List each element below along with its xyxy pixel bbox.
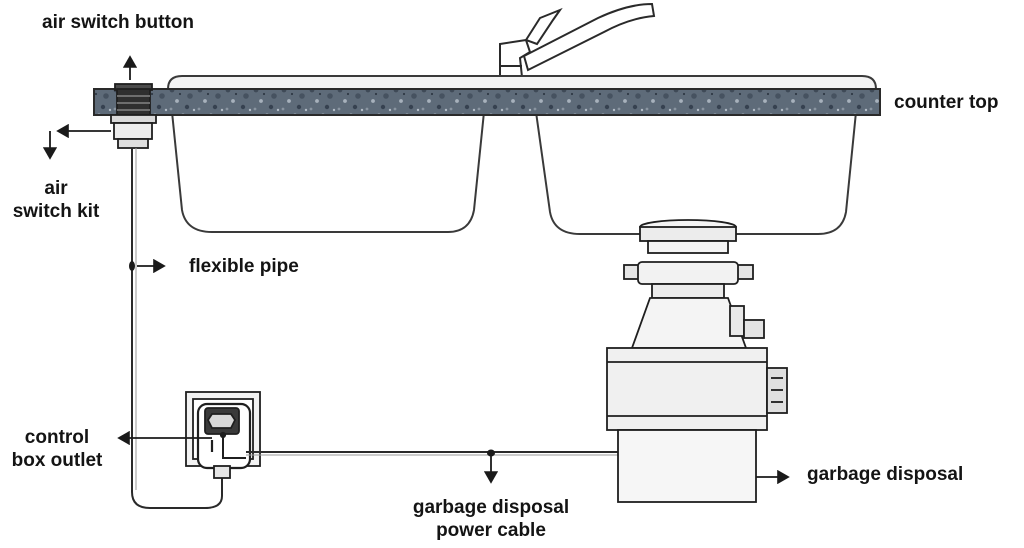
label-power-cable-line2: power cable [436,520,546,541]
counter-top [93,75,881,116]
label-power-cable: garbage disposal power cable [388,496,594,542]
label-air-switch-kit: air switch kit [4,177,108,223]
flexible-pipe-marker [129,261,135,271]
garbage-disposal-unit [606,219,788,503]
callout-arrows [42,55,790,485]
control-box-outlet [185,391,261,479]
power-cable-marker [487,449,495,457]
label-control-box-line2: box outlet [11,450,103,471]
faucet [499,2,656,78]
label-flexible-pipe: flexible pipe [189,256,299,277]
label-garbage-disposal: garbage disposal [807,464,964,485]
label-control-box-outlet: control box outlet [0,426,114,472]
label-air-switch-kit-line2: switch kit [12,201,100,222]
label-control-box-line1: control [24,427,90,448]
label-counter-top: counter top [894,92,999,113]
sink-basins [170,111,858,235]
label-air-switch-button: air switch button [42,12,194,33]
label-air-switch-kit-line1: air [44,178,68,199]
flexible-pipe [131,148,223,509]
air-switch [110,83,157,149]
label-power-cable-line1: garbage disposal [412,497,570,518]
